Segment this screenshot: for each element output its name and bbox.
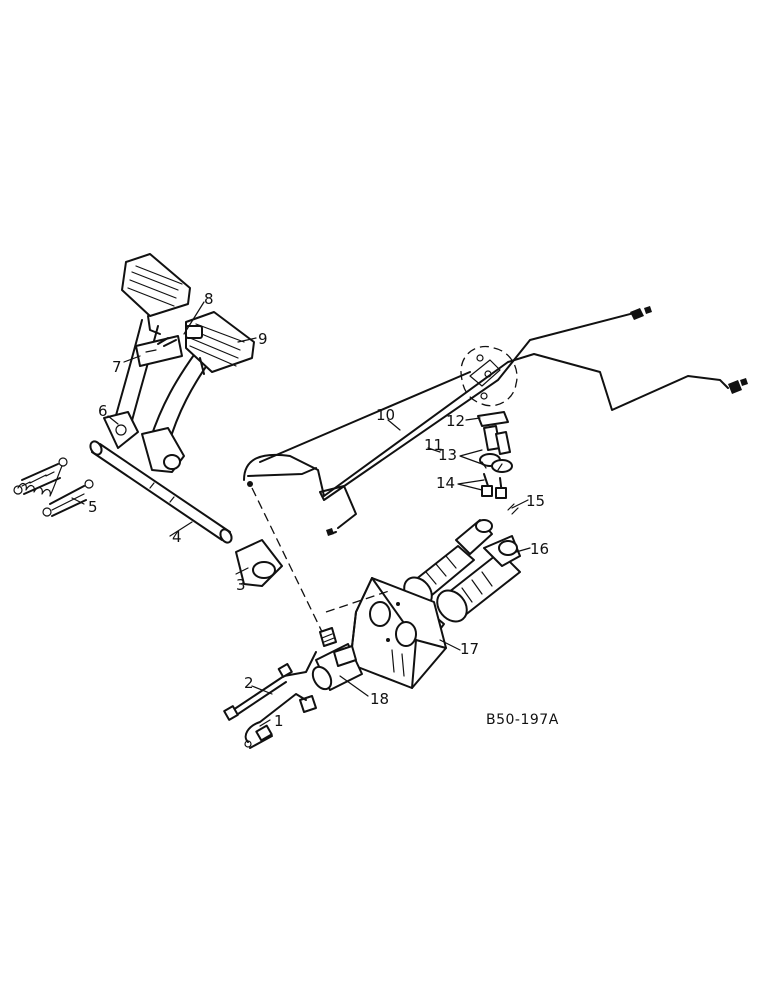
line-end-fittings: [247, 306, 748, 536]
master-cylinder-right: [413, 535, 521, 633]
reference-code: B50-197A: [486, 712, 559, 728]
callout-9: 9: [258, 330, 268, 348]
callout-6: 6: [98, 402, 108, 420]
callout-labels: 1 2 3 4 5 6 7 8 9 10 11 12 13 14 15 16 1…: [88, 290, 559, 730]
callout-18: 18: [370, 690, 389, 708]
cross-shaft: [89, 440, 233, 544]
spring-upper: [13, 457, 68, 497]
callout-1: 1: [274, 712, 284, 730]
callout-11: 11: [424, 436, 443, 454]
callout-16: 16: [530, 540, 549, 558]
tee-detail-circle: [460, 345, 518, 407]
callout-7: 7: [112, 358, 122, 376]
callout-5: 5: [88, 498, 98, 516]
callout-4: 4: [172, 528, 182, 546]
brake-tubes: [223, 651, 317, 749]
latch-plate: [135, 335, 183, 367]
spring-lower: [42, 479, 94, 517]
callout-15: 15: [526, 492, 545, 510]
callout-3: 3: [236, 576, 246, 594]
leader-lines: [71, 301, 531, 727]
callout-10: 10: [376, 406, 395, 424]
callout-8: 8: [204, 290, 214, 308]
valve-assembly: [299, 627, 363, 713]
callout-12: 12: [446, 412, 465, 430]
callout-13: 13: [438, 446, 457, 464]
assembly-centerline: [251, 487, 327, 641]
assembly-line-2: [325, 589, 393, 613]
brake-lines: [243, 311, 729, 535]
callout-2: 2: [244, 674, 254, 692]
pedal-arm-right: [141, 311, 255, 473]
pivot-bracket: [235, 539, 283, 587]
callout-17: 17: [460, 640, 479, 658]
callout-14: 14: [436, 474, 455, 492]
pedal-arm-left: [103, 253, 191, 449]
adjuster-parts: [477, 411, 519, 515]
